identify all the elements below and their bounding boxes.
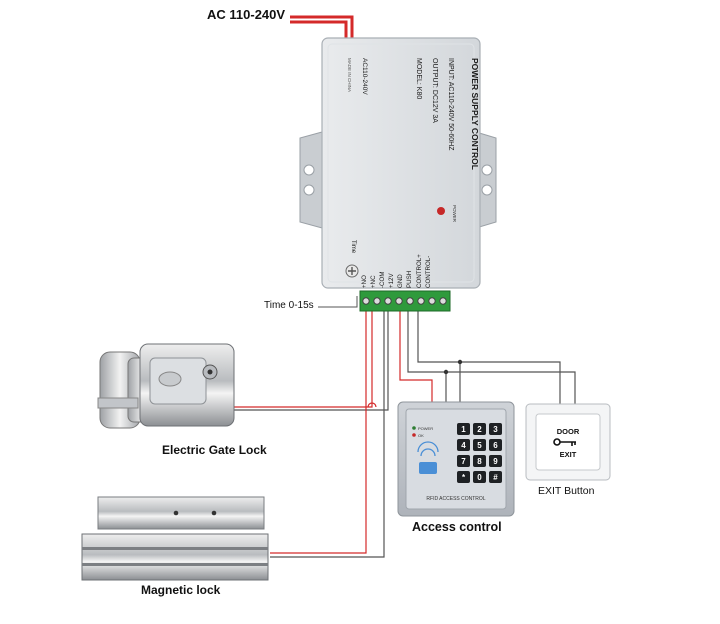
access-wire-gnd	[407, 310, 447, 402]
magnetic-lock	[81, 496, 269, 581]
terminal-label: +NO	[361, 275, 368, 288]
keypad-key[interactable]: 1	[457, 423, 470, 435]
keypad-key[interactable]: 3	[489, 423, 502, 435]
keypad-key-label: 5	[477, 441, 482, 450]
terminal-screw-icon	[362, 297, 370, 305]
keypad-key-label: 8	[477, 457, 482, 466]
power-indicator-icon	[412, 426, 416, 430]
keypad-key[interactable]: 5	[473, 439, 486, 451]
keypad-key-label: 6	[493, 441, 498, 450]
rfid-wave-icon	[417, 441, 439, 457]
ac-wire-2	[290, 20, 348, 40]
terminal-label: CONTROL-	[425, 256, 432, 288]
keypad-key[interactable]: 4	[457, 439, 470, 451]
psu-side-voltage: AC110-240V	[361, 58, 368, 95]
keypad-key[interactable]: *	[457, 471, 470, 483]
magnet-body	[81, 533, 269, 581]
keypad-key[interactable]: #	[489, 471, 502, 483]
keypad-key-label: 3	[493, 425, 498, 434]
mag-lock-wire-no	[270, 310, 367, 554]
power-led	[437, 207, 445, 215]
ok-indicator-icon	[412, 433, 416, 437]
keypad-key-label: 2	[477, 425, 482, 434]
terminal-screw-icon	[439, 297, 447, 305]
keypad-key[interactable]: 6	[489, 439, 502, 451]
psu-made-in: MADE IN CHINA	[347, 58, 352, 92]
keypad-key-label: 4	[461, 441, 466, 450]
access-wire-push	[417, 310, 461, 402]
keypad-key[interactable]: 0	[473, 471, 486, 483]
access-control-keypad: 1 2 3 4 5 6 7 8 9 * 0 #	[397, 401, 515, 517]
psu-mount-tab-left	[299, 131, 323, 229]
terminal-label: -COM	[379, 272, 386, 289]
gate-lock-wire-nc	[222, 310, 373, 408]
exit-button-device	[525, 403, 611, 481]
power-led-label: POWER	[452, 205, 457, 223]
terminal-screw-icon	[428, 297, 436, 305]
indicator-power: POWER	[418, 426, 433, 431]
terminal-screw-icon	[395, 297, 403, 305]
exit-button-door-text: DOOR	[557, 427, 580, 436]
terminal-label: CONTROL+	[416, 254, 423, 288]
access-control-label: Access control	[412, 520, 502, 534]
terminal-screw-icon	[417, 297, 425, 305]
keypad-key-label: 9	[493, 457, 498, 466]
terminal-block	[359, 290, 451, 312]
psu-title: POWER SUPPLY CONTROL	[470, 58, 480, 170]
time-pot-label: Time	[350, 240, 356, 254]
terminal-screw-icon	[384, 297, 392, 305]
crossover-hop	[367, 402, 377, 408]
timer-label: Time 0-15s	[264, 300, 314, 311]
rfid-panel-text: RFID ACCESS CONTROL	[426, 496, 485, 502]
armature-plate	[97, 496, 265, 530]
keypad-key[interactable]: 7	[457, 455, 470, 467]
exit-wire-1	[446, 371, 576, 404]
electric-gate-lock	[97, 343, 235, 429]
psu-input: INPUT: AC110-240V 50-60HZ	[447, 58, 454, 151]
card-icon	[419, 462, 437, 474]
terminal-label: +12V	[388, 273, 395, 288]
psu-body	[321, 37, 481, 289]
exit-button-exit-text: EXIT	[560, 450, 577, 459]
terminal-screw-icon	[406, 297, 414, 305]
ac-wire-gap	[290, 18, 350, 40]
terminal-screw-icon	[373, 297, 381, 305]
keypad-key-label: #	[493, 473, 498, 482]
keypad-key[interactable]: 9	[489, 455, 502, 467]
mag-lock-wire-com	[270, 310, 385, 558]
terminal-label: GND	[397, 274, 404, 288]
electric-gate-lock-label: Electric Gate Lock	[162, 443, 267, 457]
power-input-label: AC 110-240V	[207, 7, 286, 22]
exit-button-label: EXIT Button	[538, 485, 595, 497]
terminal-label: +NC	[370, 275, 377, 288]
junction-dot	[457, 359, 463, 365]
access-wire-12v	[399, 310, 433, 402]
keypad-key-label: 7	[461, 457, 466, 466]
keypad-key-label: 1	[461, 425, 466, 434]
timer-callout-line	[318, 296, 358, 308]
psu-output: OUTPUT: DC12V 3A	[431, 58, 438, 123]
psu-model: MODEL: K80	[415, 58, 422, 99]
terminal-label: PUSH	[406, 271, 413, 288]
ac-wire-1	[290, 15, 354, 40]
keypad-key[interactable]: 8	[473, 455, 486, 467]
key-icon	[553, 438, 576, 446]
keypad-key[interactable]: 2	[473, 423, 486, 435]
power-supply	[299, 37, 497, 289]
keypad-key-label: 0	[477, 473, 482, 482]
wires	[222, 15, 576, 558]
exit-wire-2	[460, 361, 561, 404]
magnetic-lock-label: Magnetic lock	[141, 583, 221, 597]
gate-lock-wire-com	[222, 310, 389, 411]
indicator-ok: OK	[418, 433, 424, 438]
junction-dot	[443, 369, 449, 375]
keypad-key-label: *	[462, 473, 466, 482]
